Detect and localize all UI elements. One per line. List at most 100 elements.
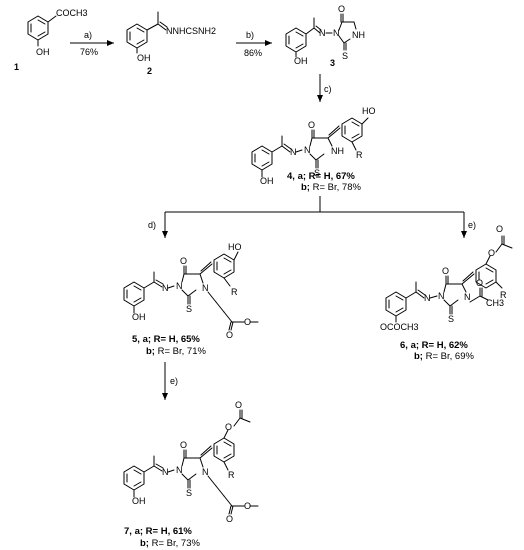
compound-5-n3-label: N — [202, 283, 209, 293]
step-e2: e) — [162, 362, 178, 400]
compound-4-number: 4 — [287, 171, 293, 182]
compound-2-oh-label: OH — [137, 53, 151, 63]
compound-7-caption-b-prefix: b; — [140, 538, 149, 549]
compound-6-caption-b: b; R= Br, 69% — [414, 351, 474, 362]
compound-3-nh-label: NH — [352, 30, 365, 40]
compound-2-chain-label: NNHCSNH2 — [166, 26, 216, 36]
compound-7-caption-a-text: , a; R= H, 61% — [129, 526, 192, 537]
compound-5-ester-o1-label: O — [226, 330, 233, 340]
step-e2-label: e) — [170, 376, 178, 386]
compound-7-caption-a: 7, a; R= H, 61% — [124, 526, 192, 537]
compound-6-caption-a-text: , a; R= H, 62% — [405, 340, 468, 351]
compound-1-number: 1 — [14, 62, 19, 72]
compound-6-n1-label: N — [424, 293, 431, 303]
compound-4-ho-label: HO — [362, 106, 376, 116]
compound-5-caption-a: 5, a; R= H, 65% — [132, 334, 200, 345]
compound-5: HO O R N N N S O O OH 5, a; R= H, 65% b;… — [123, 242, 259, 357]
compound-6-caption-b-prefix: b; — [414, 351, 423, 362]
compound-5-n1-label: N — [162, 283, 169, 293]
step-b: b) 86% — [236, 30, 272, 58]
compound-1-acyl-label: COCH3 — [56, 8, 88, 18]
compound-7-n2-label: N — [176, 465, 183, 475]
compound-7-ester-o1-label: O — [226, 514, 233, 524]
compound-6-ac-o1-label: O — [496, 224, 503, 234]
compound-7-ac-o2-label: O — [225, 422, 232, 432]
compound-5-caption-b-text: R= Br, 71% — [155, 346, 207, 357]
compound-4-o-label: O — [308, 120, 315, 130]
compound-4-structure — [251, 117, 369, 178]
compound-4-n2-label: N — [304, 145, 311, 155]
step-a-label: a) — [84, 30, 92, 40]
compound-4-nh-label: NH — [331, 146, 344, 156]
step-a: a) 76% — [70, 30, 114, 57]
step-d-label: d) — [148, 220, 156, 230]
compound-6-ococh3-label: OCOCH3 — [380, 322, 419, 332]
compound-5-n2-label: N — [176, 281, 183, 291]
compound-1-benzene-ring — [27, 15, 57, 47]
compound-7-structure — [123, 409, 259, 515]
compound-4-n1-label: N — [290, 147, 297, 157]
compound-5-structure — [123, 251, 259, 331]
compound-6-n3-label: N — [464, 292, 471, 302]
compound-5-number: 5 — [132, 334, 138, 345]
compound-6-number: 6 — [400, 340, 405, 351]
compound-2-number: 2 — [147, 66, 152, 76]
compound-6: O O O R N N N O CH3 S OCOCH3 6, a; R= H,… — [380, 224, 513, 362]
compound-5-oh-label: OH — [132, 312, 146, 322]
compound-4-caption-b-text: R= Br, 78% — [310, 182, 362, 193]
step-a-yield: 76% — [80, 47, 98, 57]
step-c: c) — [317, 74, 332, 102]
compound-6-amide-o-label: O — [476, 278, 483, 288]
compound-4-oh-label: OH — [260, 176, 274, 186]
compound-7-caption-b: b; R= Br, 73% — [140, 538, 200, 549]
compound-7-s-label: S — [186, 488, 192, 498]
compound-2: NNHCSNH2 OH 2 — [126, 11, 216, 76]
compound-6-r-label: R — [500, 290, 507, 300]
compound-3-n1-label: N — [319, 28, 326, 38]
step-b-yield: 86% — [244, 48, 262, 58]
compound-1-oh-label: OH — [36, 47, 50, 57]
compound-3-s-label: S — [342, 51, 348, 61]
compound-5-ho-label: HO — [228, 242, 242, 252]
compound-7: O O O R N N N S O O OH 7, a; R= H, 61% b… — [123, 400, 259, 549]
compound-6-n2-label: N — [438, 291, 445, 301]
compound-5-caption-b-prefix: b; — [146, 346, 155, 357]
compound-4-caption-b-prefix: b; — [301, 182, 310, 193]
step-e1-label: e) — [468, 220, 476, 230]
compound-7-number: 7 — [124, 526, 129, 537]
compound-5-r-label: R — [231, 287, 238, 297]
compound-3-oh-label: OH — [294, 56, 308, 66]
compound-5-caption-b: b; R= Br, 71% — [146, 346, 206, 357]
compound-6-ch3-label: CH3 — [486, 298, 504, 308]
compound-5-caption-a-text: , a; R= H, 65% — [137, 334, 200, 345]
compound-3-o-label: O — [338, 4, 345, 14]
compound-3-n2-label: N — [333, 28, 340, 38]
compound-4-caption-b: b; R= Br, 78% — [301, 182, 361, 193]
compound-4: HO O R N N NH S OH 4, a; R= H, 67% b; R=… — [251, 106, 376, 193]
compound-5-s-label: S — [186, 304, 192, 314]
compound-6-structure — [385, 235, 513, 323]
compound-7-ac-o1-label: O — [235, 400, 242, 410]
compound-6-caption-a: 6, a; R= H, 62% — [400, 340, 468, 351]
compound-5-o-label: O — [180, 256, 187, 266]
compound-5-ester-o2-label: O — [244, 317, 251, 327]
compound-7-ester-o2-label: O — [244, 501, 251, 511]
compound-7-oh-label: OH — [132, 496, 146, 506]
compound-6-ac-o2-label: O — [488, 248, 495, 258]
compound-4-s-label: S — [314, 168, 320, 178]
split-arrows: d) e) — [148, 196, 476, 238]
compound-4-caption-a: 4, a; R= H, 67% — [287, 171, 355, 182]
compound-3-structure — [285, 13, 357, 58]
compound-3-number: 3 — [330, 58, 335, 68]
compound-7-n1-label: N — [162, 467, 169, 477]
compound-2-structure — [126, 11, 168, 54]
compound-7-r-label: R — [228, 470, 235, 480]
compound-6-o-label: O — [442, 266, 449, 276]
compound-4-r-label: R — [356, 150, 363, 160]
compound-4-caption-a-text: , a; R= H, 67% — [292, 171, 355, 182]
compound-1: COCH3 OH 1 — [14, 8, 88, 72]
compound-3: O N N NH S OH 3 — [285, 4, 365, 68]
step-c-label: c) — [324, 84, 332, 94]
step-b-label: b) — [246, 30, 254, 40]
